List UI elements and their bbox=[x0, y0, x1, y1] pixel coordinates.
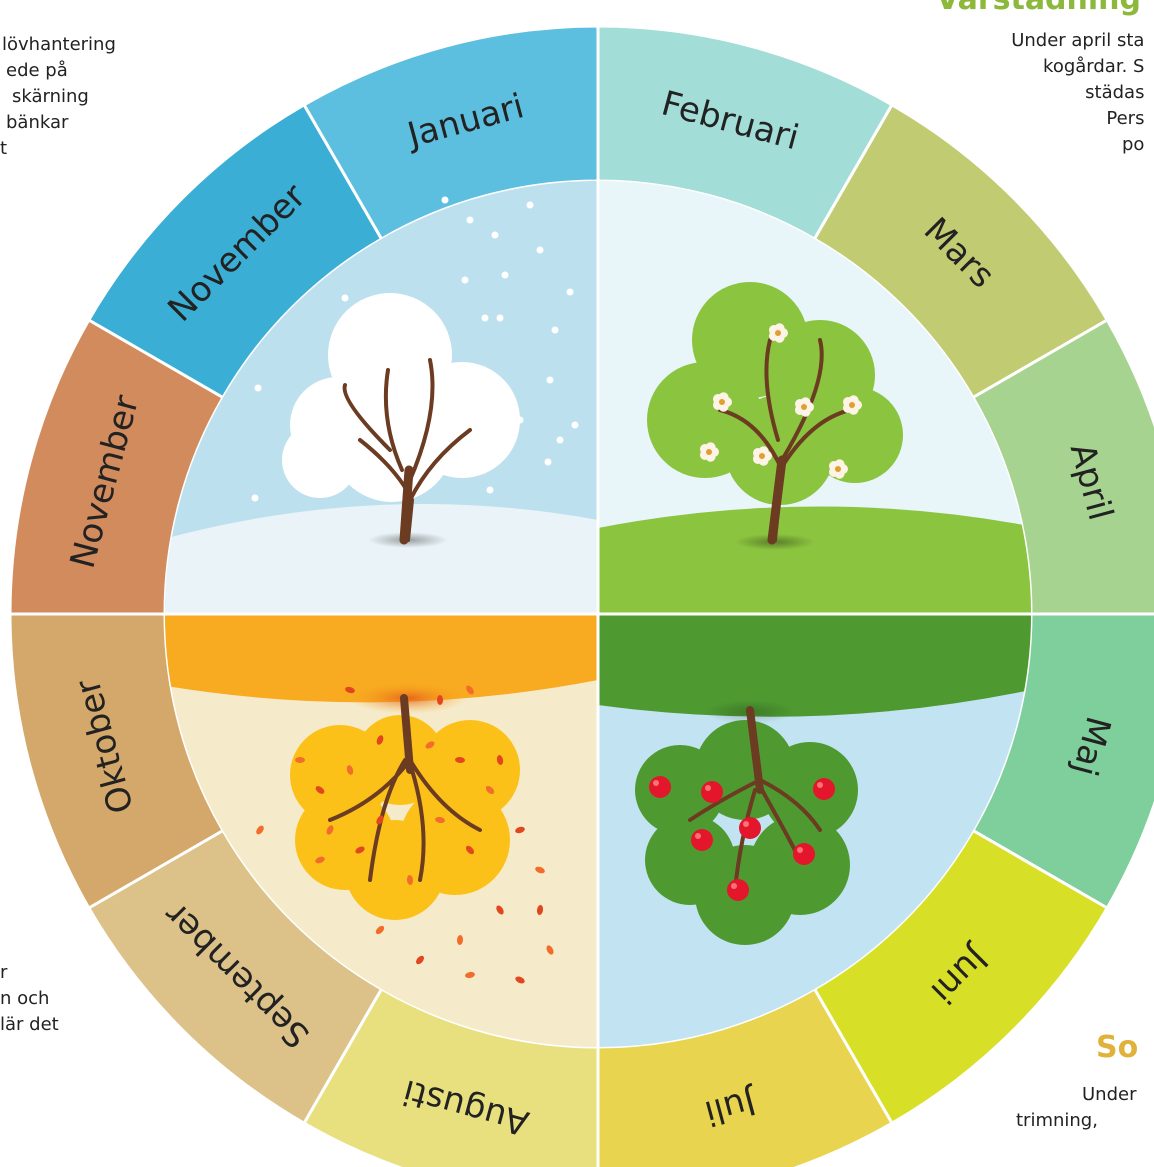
spring-heading: Vårstädning bbox=[936, 0, 1141, 17]
spring-tree bbox=[647, 282, 903, 550]
top-right-text: Under april sta kogårdar. S städas Pers … bbox=[1011, 30, 1145, 155]
spring-ground bbox=[598, 506, 1031, 614]
winter-ground bbox=[165, 504, 598, 614]
top-left-text: lövhantering ede på skärning bänkar t bbox=[0, 34, 116, 159]
summer-heading: So bbox=[1096, 1030, 1139, 1065]
summer-ground bbox=[598, 614, 1031, 717]
bottom-left-text: r n och lär det bbox=[0, 962, 59, 1035]
month-ring bbox=[8, 24, 1154, 1167]
winter-tree bbox=[251, 196, 579, 548]
summer-tree bbox=[635, 706, 858, 945]
autumn-tree bbox=[256, 685, 554, 984]
autumn-ground bbox=[165, 614, 598, 703]
bottom-right-text: Under trimning, bbox=[1016, 1084, 1137, 1131]
month-segment-3 bbox=[970, 317, 1154, 616]
month-segment-6 bbox=[596, 986, 895, 1167]
